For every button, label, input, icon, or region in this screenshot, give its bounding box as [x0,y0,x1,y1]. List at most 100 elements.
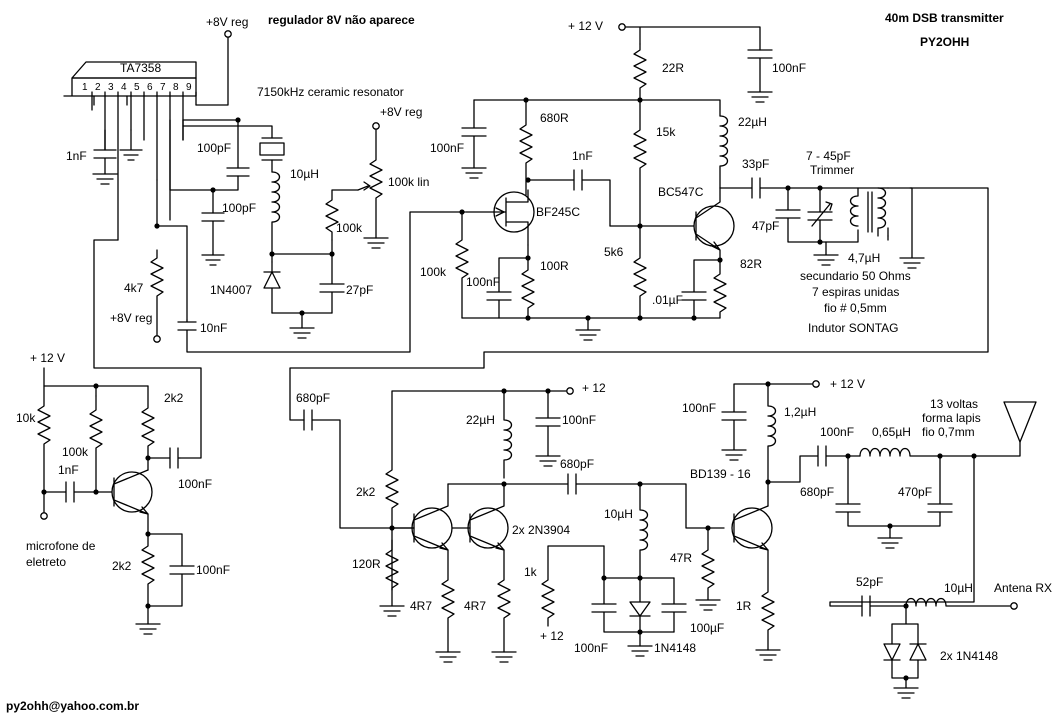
c-100nf-out: 100nF [820,425,854,439]
c-10nf: 10nF [200,321,227,335]
ic-pin-1: 1 [82,82,88,93]
c-100nf-src: 100nF [466,275,500,289]
q-2n3904: 2x 2N3904 [512,523,570,537]
r-15k: 15k [656,125,676,139]
d-1n4148: 1N4148 [654,641,696,655]
c-680pf-in: 680pF [296,391,330,405]
transistor-bd139 [731,505,773,551]
r-100k-mic: 100k [62,445,89,459]
coil-note-1: 13 voltas [930,397,978,411]
l-22uh-drv: 22µH [466,413,495,427]
r-100k-gate: 100k [420,265,447,279]
l-10uh-osc: 10µH [290,167,319,181]
c-100nf-mic-out: 100nF [178,477,212,491]
l-10uh-rx: 10µH [944,581,973,595]
inductor-brand: Indutor SONTAG [808,321,898,335]
resonator-label: 7150kHz ceramic resonator [257,85,404,99]
q-bd139: BD139 - 16 [690,467,751,481]
transistor-2n3904-b [467,483,509,551]
d-2x-1n4148: 2x 1N4148 [940,649,998,663]
inductor-10uh-osc [271,171,281,263]
r-22r: 22R [662,61,684,75]
ic-pin-wires [91,91,197,241]
c-1nf-pin2: 1nF [66,149,87,163]
ground-symbol [92,173,118,185]
r-100k-var: 100k [336,221,363,235]
c-470pf: 470pF [898,485,932,499]
c-100nf-top: 100nF [772,61,806,75]
transformer-note-2: 7 espiras unidas [812,285,899,299]
terminal-8v-pot [372,122,380,130]
c-47pf: 47pF [752,219,779,233]
l-10uh-bias: 10µH [604,507,633,521]
c-100pf-a: 100pF [197,141,231,155]
r-4k7: 4k7 [124,281,144,295]
pot-100k: 100k lin [388,175,429,189]
vcc-12-bias: + 12 [540,629,564,643]
c-27pf: 27pF [346,283,373,297]
vcc-12-pa: + 12 V [830,377,865,391]
footer-email: py2ohh@yahoo.com.br [6,699,139,713]
jfet-bf245c [465,189,535,246]
label-8v-left: +8V reg [110,311,152,325]
junction-dots [41,97,977,681]
terminal-mic [40,512,48,520]
callsign: PY2OHH [920,35,969,49]
c-100uf: 100µF [690,621,724,635]
r-82r: 82R [740,257,762,271]
c-100nf-drv: 100nF [562,413,596,427]
terminal-8v-left [153,335,161,343]
ic-label: TA7358 [120,61,161,75]
vcc-12-top: + 12 V [568,19,603,33]
ic-pin-4: 4 [121,82,127,93]
trimmer-range: 7 - 45pF [806,149,851,163]
l-0-65uh: 0,65µH [872,425,911,439]
r-100r: 100R [540,259,569,273]
c-100nf-680: 100nF [430,141,464,155]
terminal-12v-pa [812,380,820,388]
transformer-note-1: secundario 50 Ohms [800,269,911,283]
r-5k6: 5k6 [604,245,624,259]
c-100nf-bias: 100nF [574,641,608,655]
r-1r: 1R [736,599,752,613]
wire-pin9-8v [195,37,229,106]
coil-note-2: forma lapis [922,411,981,425]
terminal-12-drv [566,387,574,395]
ic-pin-9: 9 [186,82,192,93]
c-100nf-mic-emit: 100nF [196,563,230,577]
terminal-12v-top [618,23,626,31]
ceramic-resonator [259,137,285,161]
coil-note-3: fio 0,7mm [922,425,975,439]
antenna-symbol [1003,401,1037,443]
c-52pf: 52pF [856,575,883,589]
ic-pin-numbers: 1 2 3 4 5 6 7 8 9 [82,82,192,93]
ic-pin-6: 6 [147,82,153,93]
terminal-8v-top [224,30,232,38]
title: 40m DSB transmitter [885,11,1004,25]
regulator-note: regulador 8V não aparece [268,13,415,27]
d-1n4007: 1N4007 [210,283,252,297]
r-2k2-mic-bot: 2k2 [112,559,132,573]
mic-label-1: microfone de [26,539,96,553]
ic-pin-5: 5 [134,82,140,93]
diode-1n4007 [263,261,281,314]
c-01uf: .01µF [652,293,683,307]
c-1nf-mic: 1nF [58,463,79,477]
ta7358-ic [63,61,197,106]
antena-rx: Antena RX [994,581,1052,595]
l-22uh: 22µH [738,115,767,129]
ic-pin-8: 8 [173,82,179,93]
l-4-7uh: 4,7µH [848,251,880,265]
r-4r7-b: 4R7 [464,599,486,613]
transistor-bc547c [693,187,735,261]
r-2k2-bias: 2k2 [356,485,376,499]
r-120r: 120R [352,557,381,571]
vcc-12-drv: + 12 [582,381,606,395]
r-10k: 10k [16,411,36,425]
r-47r: 47R [670,551,692,565]
trimmer-label: Trimmer [810,163,854,177]
ic-pin-3: 3 [108,82,114,93]
c-100nf-pa: 100nF [682,401,716,415]
